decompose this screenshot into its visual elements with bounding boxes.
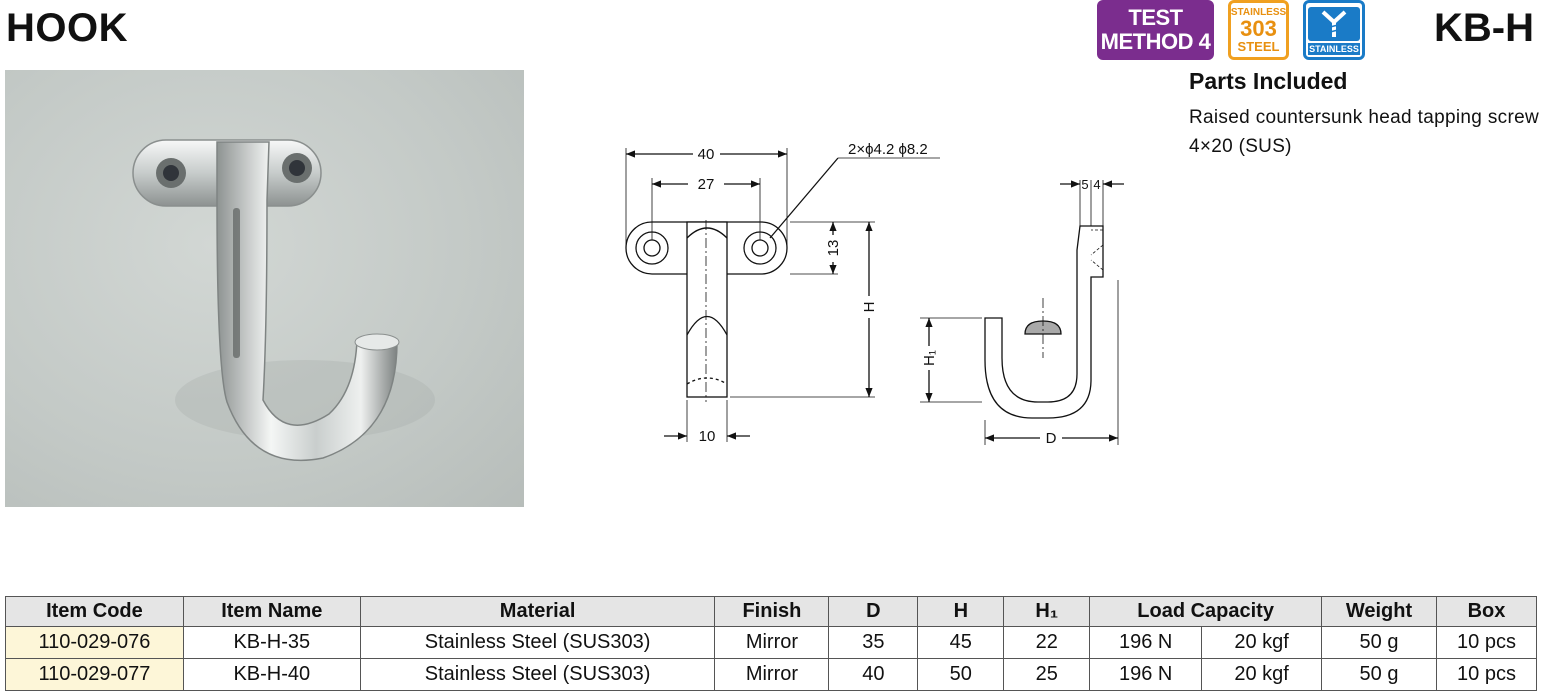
badge-group: TEST METHOD 4 STAINLESS 303 STEEL STAINL… (1097, 0, 1365, 60)
steel-badge-line2: 303 (1240, 15, 1277, 41)
steel-badge-line3: STEEL (1237, 38, 1280, 54)
page-title: HOOK (6, 6, 128, 50)
screw-icon (1308, 7, 1360, 41)
table-row: 110-029-076 KB-H-35 Stainless Steel (SUS… (5, 626, 1538, 659)
header-load-capacity: Load Capacity (1089, 596, 1323, 627)
dim-holes-label: 2×ϕ4.2 ϕ8.2 (848, 141, 928, 158)
table-row: 110-029-077 KB-H-40 Stainless Steel (SUS… (5, 658, 1538, 691)
parts-included-title: Parts Included (1189, 68, 1348, 94)
cell-h: 45 (917, 626, 1005, 659)
cell-d: 35 (828, 626, 919, 659)
cell-load-n: 196 N (1089, 658, 1203, 691)
cell-finish: Mirror (714, 626, 830, 659)
header-material: Material (359, 596, 716, 627)
stainless-screw-badge: STAINLESS (1303, 0, 1365, 60)
cell-weight: 50 g (1321, 626, 1437, 659)
cell-item-name: KB-H-35 (182, 626, 361, 659)
cell-weight: 50 g (1321, 658, 1437, 691)
cell-material: Stainless Steel (SUS303) (359, 626, 716, 659)
cell-load-kgf: 20 kgf (1201, 658, 1323, 691)
header-weight: Weight (1321, 596, 1437, 627)
cell-load-kgf: 20 kgf (1201, 626, 1323, 659)
stainless-303-badge: STAINLESS 303 STEEL (1228, 0, 1289, 60)
spec-table: Item Code Item Name Material Finish D H … (5, 596, 1538, 691)
table-header-row: Item Code Item Name Material Finish D H … (5, 596, 1538, 627)
cell-h1: 25 (1003, 658, 1091, 691)
cell-item-code: 110-029-076 (5, 626, 184, 659)
dim-40-label: 40 (698, 146, 715, 163)
product-code: KB-H (1434, 6, 1534, 50)
cell-finish: Mirror (714, 658, 830, 691)
test-badge-line2: METHOD 4 (1100, 29, 1211, 54)
test-method-badge: TEST METHOD 4 (1097, 0, 1214, 60)
cell-box: 10 pcs (1435, 626, 1538, 659)
dim-10-label: 10 (699, 428, 716, 445)
product-photo (5, 70, 524, 507)
cell-material: Stainless Steel (SUS303) (359, 658, 716, 691)
test-badge-line1: TEST (1128, 5, 1183, 30)
cell-h1: 22 (1003, 626, 1091, 659)
header-h: H (917, 596, 1005, 627)
dim-4-label: 4 (1093, 177, 1100, 192)
header-item-code: Item Code (5, 596, 184, 627)
dim-13-label: 13 (825, 240, 842, 257)
dim-d-label: D (1046, 430, 1057, 447)
dim-5-label: 5 (1081, 177, 1088, 192)
cell-item-name: KB-H-40 (182, 658, 361, 691)
cell-h: 50 (917, 658, 1005, 691)
cell-d: 40 (828, 658, 919, 691)
dim-h-label: H (861, 302, 878, 313)
dim-h1-label: H₁ (921, 350, 938, 366)
stainless-badge-label: STAINLESS (1308, 43, 1360, 55)
cell-item-code: 110-029-077 (5, 658, 184, 691)
header-d: D (828, 596, 919, 627)
technical-drawing: 40 27 2×ϕ4.2 ϕ8.2 13 H 10 5 4 H₁ D (600, 120, 1160, 460)
header-item-name: Item Name (182, 596, 361, 627)
header-h1: H₁ (1003, 596, 1091, 627)
cell-box: 10 pcs (1435, 658, 1538, 691)
cell-load-n: 196 N (1089, 626, 1203, 659)
parts-included-section: Parts Included Raised countersunk head t… (1189, 68, 1539, 161)
dim-27-label: 27 (698, 176, 715, 193)
header-box: Box (1435, 596, 1538, 627)
parts-included-description: Raised countersunk head tapping screw 4×… (1189, 107, 1539, 157)
steel-badge-line1: STAINLESS (1230, 6, 1287, 18)
header-finish: Finish (714, 596, 830, 627)
